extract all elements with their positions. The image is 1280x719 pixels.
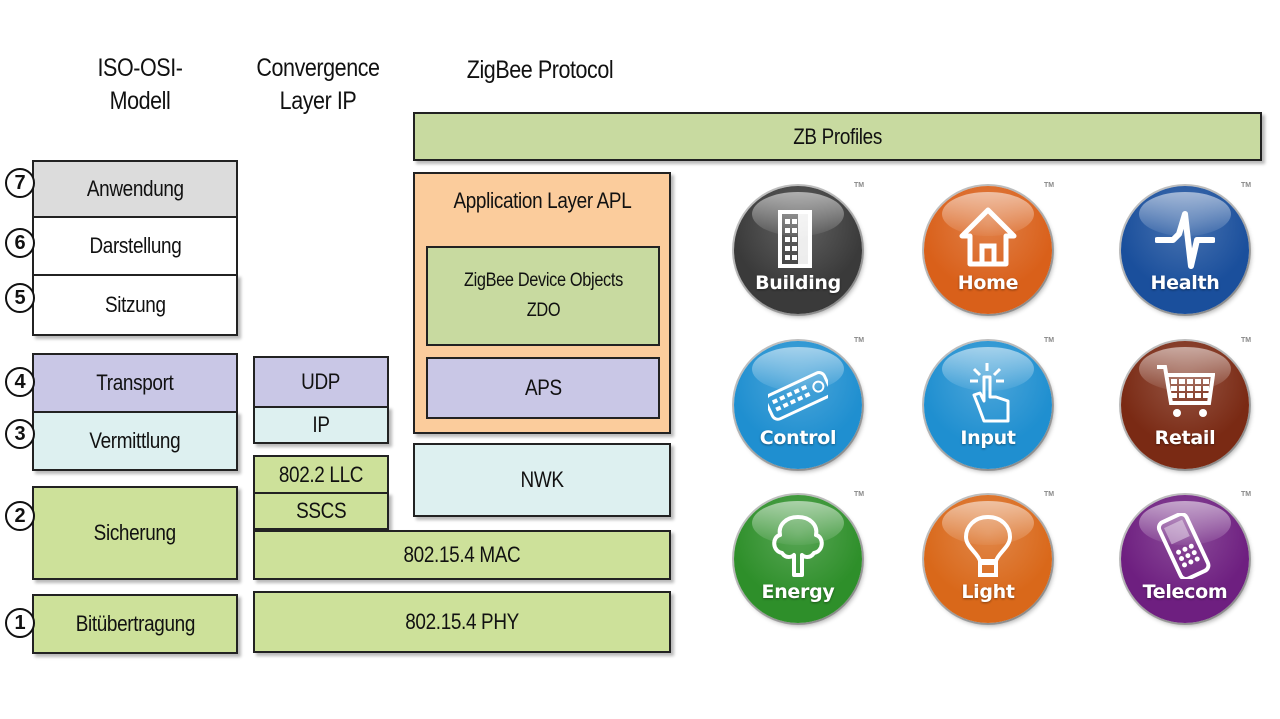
- osi-layer-5-label: Sitzung: [104, 292, 166, 317]
- profile-label: Input: [960, 427, 1016, 449]
- zdo-layer: ZigBee Device Objects ZDO: [426, 246, 660, 346]
- convergence-header-line2: Layer IP: [279, 87, 357, 115]
- profile-control: Control: [734, 341, 862, 469]
- sscs-layer: SSCS: [253, 492, 389, 530]
- osi-header-line2: Modell: [109, 87, 171, 115]
- osi-header: ISO-OSI- Modell: [54, 52, 226, 118]
- trademark-mark: TM: [854, 491, 865, 498]
- light-bulb-icon: [963, 514, 1013, 577]
- convergence-header-line1: Convergence: [256, 54, 380, 82]
- sscs-label: SSCS: [295, 498, 347, 523]
- udp-layer: UDP: [253, 356, 389, 408]
- touch-hand-icon: [970, 363, 1010, 423]
- llc-layer: 802.2 LLC: [253, 455, 389, 494]
- layer-number-1: 1: [5, 608, 35, 638]
- profile-label: Light: [961, 581, 1015, 603]
- osi-layer-5: Sitzung: [32, 274, 238, 336]
- osi-stack-connector: [32, 170, 34, 336]
- osi-layer-6-label: Darstellung: [89, 233, 181, 258]
- layer-number-6: 6: [5, 228, 35, 258]
- profile-label: Energy: [761, 581, 835, 603]
- osi-layer-4-label: Transport: [96, 370, 174, 395]
- profile-label: Health: [1150, 272, 1220, 294]
- osi-stack-connector: [32, 360, 34, 470]
- building-icon: [778, 210, 812, 268]
- osi-layer-7: Anwendung: [32, 160, 238, 218]
- gloss-highlight: [752, 347, 844, 391]
- trademark-mark: TM: [1044, 182, 1055, 189]
- zdo-label-line1: ZigBee Device Objects: [463, 270, 623, 291]
- layer-number-3: 3: [5, 419, 35, 449]
- layer-number-5: 5: [5, 283, 35, 313]
- mac-label: 802.15.4 MAC: [403, 542, 521, 567]
- osi-header-line1: ISO-OSI-: [97, 54, 183, 82]
- osi-layer-3: Vermittlung: [32, 411, 238, 471]
- mac-layer: 802.15.4 MAC: [253, 530, 671, 580]
- osi-layer-1: Bitübertragung: [32, 594, 238, 654]
- apl-label: Application Layer APL: [453, 188, 631, 213]
- trademark-mark: TM: [1241, 337, 1252, 344]
- profile-building: Building: [734, 186, 862, 314]
- gloss-highlight: [1139, 501, 1231, 545]
- shopping-cart-icon: [1157, 365, 1215, 417]
- tree-icon: [772, 515, 824, 577]
- phy-layer: 802.15.4 PHY: [253, 591, 671, 653]
- profile-label: Home: [957, 272, 1019, 294]
- osi-stack-connector: [32, 490, 34, 580]
- osi-layer-1-label: Bitübertragung: [75, 611, 195, 636]
- layer-number-7: 7: [5, 168, 35, 198]
- trademark-mark: TM: [854, 182, 865, 189]
- nwk-label: NWK: [520, 467, 564, 492]
- gloss-highlight: [942, 192, 1034, 236]
- profile-label: Retail: [1154, 427, 1216, 449]
- house-icon: [959, 207, 1017, 267]
- profile-label: Control: [759, 427, 837, 449]
- profile-retail: Retail: [1121, 341, 1249, 469]
- osi-layer-7-label: Anwendung: [86, 176, 184, 201]
- gloss-highlight: [752, 501, 844, 545]
- profile-light: Light: [924, 495, 1052, 623]
- profile-energy: Energy: [734, 495, 862, 623]
- profile-home: Home: [924, 186, 1052, 314]
- remote-control-icon: [768, 371, 828, 421]
- gloss-highlight: [942, 501, 1034, 545]
- profile-telecom: Telecom: [1121, 495, 1249, 623]
- ip-layer: IP: [253, 406, 389, 444]
- trademark-mark: TM: [1044, 337, 1055, 344]
- layer-number-2: 2: [5, 501, 35, 531]
- trademark-mark: TM: [1241, 182, 1252, 189]
- osi-layer-6: Darstellung: [32, 216, 238, 276]
- aps-layer: APS: [426, 357, 660, 419]
- profile-health: Health: [1121, 186, 1249, 314]
- profile-label: Telecom: [1142, 581, 1228, 603]
- osi-layer-2-label: Sicherung: [93, 520, 177, 545]
- trademark-mark: TM: [854, 337, 865, 344]
- osi-layer-3-label: Vermittlung: [89, 428, 181, 453]
- trademark-mark: TM: [1241, 491, 1252, 498]
- llc-label: 802.2 LLC: [278, 461, 364, 487]
- profile-input: Input: [924, 341, 1052, 469]
- mobile-phone-icon: [1156, 513, 1211, 579]
- udp-label: UDP: [301, 369, 341, 394]
- osi-layer-2: Sicherung: [32, 486, 238, 580]
- zigbee-header: ZigBee Protocol: [466, 56, 614, 84]
- aps-label: APS: [524, 375, 562, 400]
- ip-label: IP: [312, 412, 330, 437]
- trademark-mark: TM: [1044, 491, 1055, 498]
- profile-label: Building: [755, 272, 841, 294]
- nwk-layer: NWK: [413, 443, 671, 517]
- phy-label: 802.15.4 PHY: [405, 609, 519, 634]
- layer-number-4: 4: [5, 367, 35, 397]
- zb-profiles-label: ZB Profiles: [793, 123, 882, 149]
- zb-profiles-layer: ZB Profiles: [413, 112, 1262, 161]
- heartbeat-icon: [1155, 211, 1215, 269]
- osi-layer-4: Transport: [32, 353, 238, 413]
- zdo-label-line2: ZDO: [526, 300, 560, 321]
- convergence-header: Convergence Layer IP: [232, 52, 404, 118]
